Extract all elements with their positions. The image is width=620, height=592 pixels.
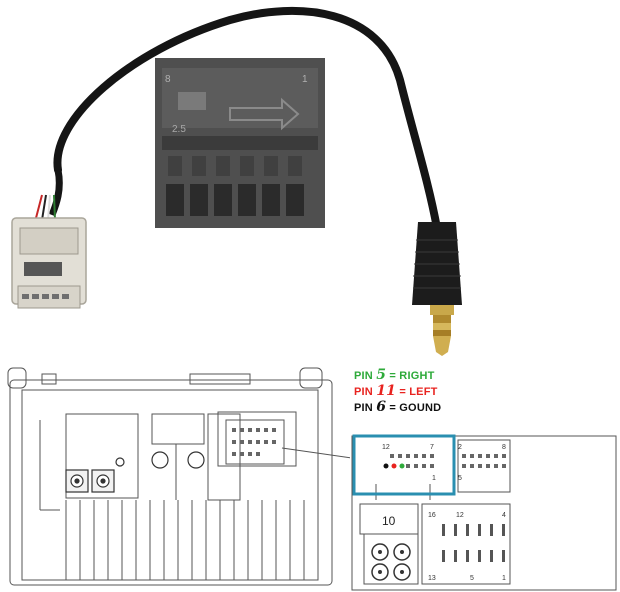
cable-product-photo: 8 1 2.5	[11, 6, 462, 356]
quadlock-connector	[11, 217, 87, 309]
legend-row-right: PIN 5 = RIGHT	[354, 367, 435, 383]
audio-cable	[53, 6, 441, 232]
aux-jack-plug	[412, 222, 462, 356]
highlight-label-right: 7	[430, 444, 434, 451]
pin-legend: PIN 5 = RIGHT PIN 11 = LEFT PIN 6 = GOUN…	[354, 368, 441, 416]
closeup-size-label: 2.5	[172, 124, 186, 135]
pin-ground-dot	[383, 463, 389, 469]
legend-pin-number: 6	[376, 399, 387, 415]
pin-right-dot	[399, 463, 405, 469]
lower-box-label: 10	[382, 514, 396, 528]
pin-left-dot	[391, 463, 397, 469]
block-label-top-right: 8	[502, 444, 506, 451]
lower-label-13: 13	[428, 575, 436, 582]
pinout-diagram: 12 7 1 2 8 5 10 16 12 4 13 5 1	[351, 434, 617, 591]
legend-row-left: PIN 11 = LEFT	[354, 383, 438, 399]
legend-pin-number: 5	[376, 367, 387, 383]
lower-label-1: 1	[502, 575, 506, 582]
closeup-left-number: 8	[165, 74, 171, 85]
closeup-right-number: 1	[302, 74, 308, 85]
lower-label-4: 4	[502, 512, 506, 519]
highlighted-connector	[352, 434, 456, 496]
block-label-bottom-left: 5	[458, 475, 462, 482]
lower-label-12: 12	[456, 512, 464, 519]
connector-closeup: 8 1 2.5	[155, 58, 325, 228]
legend-pin-number: 11	[376, 383, 397, 399]
block-label-top-left: 2	[458, 444, 462, 451]
radio-back-panel	[7, 367, 350, 586]
lower-label-5: 5	[470, 575, 474, 582]
legend-row-ground: PIN 6 = GOUND	[354, 399, 442, 415]
lower-label-16: 16	[428, 512, 436, 519]
antenna-connectors	[65, 451, 205, 493]
highlight-label-left: 12	[382, 444, 390, 451]
highlight-label-bottom: 1	[432, 475, 436, 482]
